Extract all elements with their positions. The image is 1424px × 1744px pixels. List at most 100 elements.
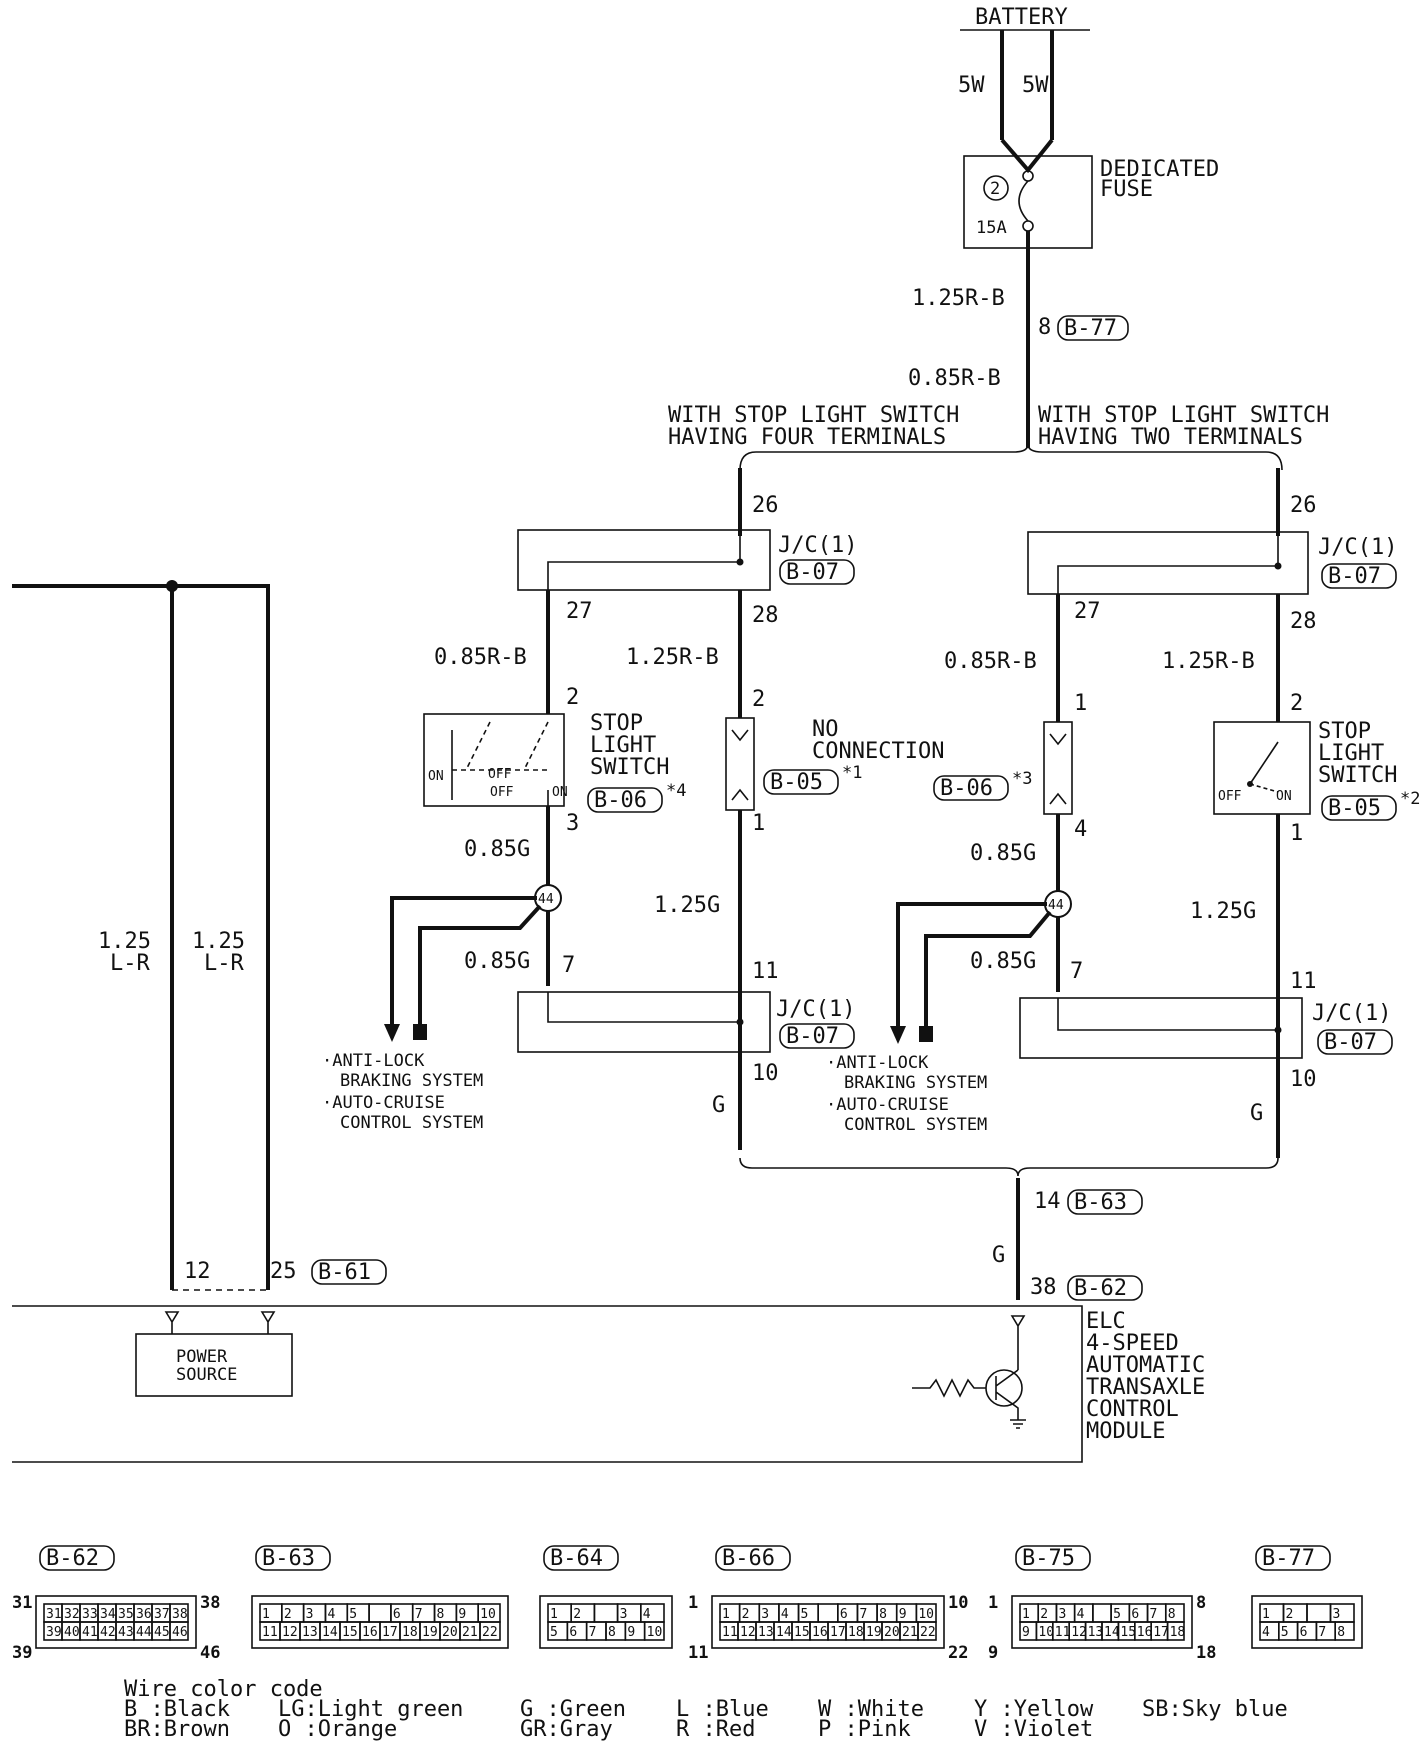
fuse-number-circle xyxy=(983,175,1009,201)
fuse-label-line2: FUSE xyxy=(1100,177,1153,202)
right-jc-bottom-node xyxy=(1274,1026,1282,1034)
connector-pin-label: 4 xyxy=(781,1607,789,1622)
connector-pin-label: 8 xyxy=(608,1625,616,1640)
connector-pin-label: 19 xyxy=(866,1625,882,1640)
connector-pin-label: 17 xyxy=(382,1625,398,1640)
trunk-upper-wire: 1.25R-B xyxy=(912,286,1005,311)
connector-pin-label: 40 xyxy=(64,1625,80,1640)
left-jc-top-box xyxy=(517,529,771,591)
connector-pin-label: 6 xyxy=(1300,1625,1308,1640)
ground-symbol xyxy=(1010,1419,1026,1429)
connector-pin-label: 3 xyxy=(1058,1607,1066,1622)
power-junction xyxy=(166,580,178,592)
connector-pin-label: 13 xyxy=(758,1625,774,1640)
color-code-entry: Y :Yellow xyxy=(974,1697,1094,1722)
right-jc-bottom-box xyxy=(1019,997,1303,1059)
left-switch-label-2: LIGHT xyxy=(590,733,656,758)
transistor-symbol xyxy=(985,1369,1023,1407)
left-pin-28: 28 xyxy=(752,603,779,628)
right-switch-pin-in: 2 xyxy=(1290,691,1303,716)
connector-pin-label: 21 xyxy=(462,1625,478,1640)
module-label-6: MODULE xyxy=(1086,1419,1165,1444)
right-switch-label-3: SWITCH xyxy=(1318,763,1397,788)
connector-pin-cell xyxy=(1092,1603,1112,1623)
connector-name-tag xyxy=(543,1545,619,1571)
left-nc-pin-out: 1 xyxy=(752,811,765,836)
connector-pin-label: 22 xyxy=(482,1625,498,1640)
left-top-pin: 26 xyxy=(752,493,779,518)
right-pin-28: 28 xyxy=(1290,609,1317,634)
right-system-1: ·ANTI-LOCK xyxy=(826,1053,929,1073)
power-pin-25: 25 xyxy=(270,1259,297,1284)
variant-right-line2: HAVING TWO TERMINALS xyxy=(1038,425,1303,450)
connector-pin-label: 9 xyxy=(899,1607,907,1622)
right-jc-bottom-bus xyxy=(1057,998,1278,1031)
connector-pin-label: 10 xyxy=(918,1607,934,1622)
connector-pin-cell xyxy=(1166,1621,1185,1641)
right-abs-wire-1 xyxy=(896,902,1047,1032)
connector-name-tag xyxy=(1015,1545,1091,1571)
connector-pin-label: 2 xyxy=(742,1607,750,1622)
connector-pin-label: 37 xyxy=(154,1607,170,1622)
variant-left-line1: WITH STOP LIGHT SWITCH xyxy=(668,403,959,428)
connector-pin-label: 1 xyxy=(262,1607,270,1622)
left-nc-pin-in: 2 xyxy=(752,687,765,712)
connector-pin-label: 36 xyxy=(136,1607,152,1622)
left-wire-b-label: 1.25R-B xyxy=(626,645,719,670)
connector-name-tag xyxy=(715,1545,791,1571)
module-label-3: AUTOMATIC xyxy=(1086,1353,1205,1378)
connector-corner-label: 22 xyxy=(948,1643,968,1663)
connector-pin-label: 7 xyxy=(859,1607,867,1622)
power-wire-1-size: 1.25 xyxy=(98,929,151,954)
left-no-connection-box xyxy=(725,717,755,811)
battery-wire-left-label: 5W xyxy=(958,73,985,98)
conn-b61-tag xyxy=(311,1259,387,1285)
left-jc-top-conn-tag xyxy=(779,559,855,585)
connector-pin-label: 6 xyxy=(1131,1607,1139,1622)
connector-pin-label: 41 xyxy=(82,1625,98,1640)
right-switch-pivot xyxy=(1247,781,1253,787)
connector-corner-label: 39 xyxy=(12,1643,32,1663)
connector-body xyxy=(251,1595,509,1649)
left-jc-bottom-conn-tag xyxy=(779,1023,855,1049)
connector-name-tag xyxy=(255,1545,331,1571)
left-jc-bottom-box xyxy=(517,991,771,1053)
connector-pin-cell xyxy=(817,1603,839,1623)
variant-right-line1: WITH STOP LIGHT SWITCH xyxy=(1038,403,1329,428)
connector-pin-label: 33 xyxy=(82,1607,98,1622)
connector-pin-label: 14 xyxy=(322,1625,338,1640)
conn-b62-label: B-62 xyxy=(1074,1276,1127,1301)
conn-b61-label: B-61 xyxy=(318,1260,371,1285)
right-system-4: CONTROL SYSTEM xyxy=(844,1115,987,1135)
left-abs-arrow xyxy=(384,1024,400,1042)
right-pin-10: 10 xyxy=(1290,1067,1317,1092)
left-no-connection-marks xyxy=(731,729,749,801)
fuse-rating: 15A xyxy=(976,218,1007,238)
color-code-entry: O :Orange xyxy=(278,1717,397,1742)
left-switch-conn: B-06 xyxy=(594,788,647,813)
power-wire-2-size: 1.25 xyxy=(192,929,245,954)
right-jc-top-conn: B-07 xyxy=(1328,564,1381,589)
connector-pin-label: 34 xyxy=(100,1607,116,1622)
connector-pin-label: 9 xyxy=(627,1625,635,1640)
right-abs-block xyxy=(919,1026,933,1042)
connector-pin-label: 17 xyxy=(830,1625,846,1640)
power-wire-1-color: L-R xyxy=(110,951,150,976)
pin-38: 38 xyxy=(1030,1275,1057,1300)
connector-pin-label: 4 xyxy=(327,1607,335,1622)
connector-pin-label: 7 xyxy=(589,1625,597,1640)
connector-name-tag xyxy=(39,1545,115,1571)
fuse-terminal-bottom xyxy=(1022,220,1034,232)
connector-pin-label: 11 xyxy=(262,1625,278,1640)
connector-pin-label: 2 xyxy=(1040,1607,1048,1622)
connector-pin-label: 13 xyxy=(1088,1625,1104,1640)
connector-corner-label: 38 xyxy=(200,1593,220,1613)
connector-body xyxy=(711,1595,945,1649)
left-switch-state-4: ON xyxy=(552,785,568,800)
connector-pin-cell xyxy=(643,1621,665,1641)
connector-pin-label: 3 xyxy=(1333,1607,1341,1622)
